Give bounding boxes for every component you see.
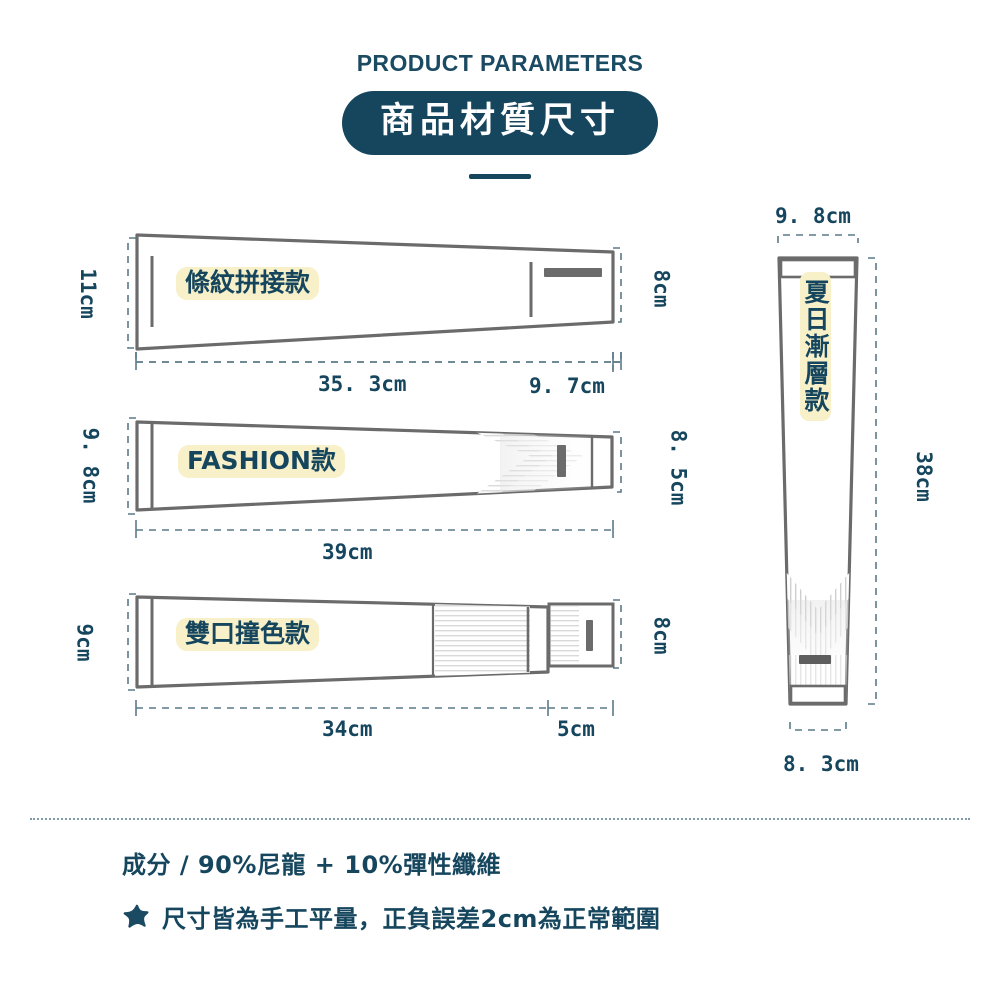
dimension-row2-height-left: 9. 8cm bbox=[78, 427, 103, 504]
dimension-row2-height-right: 8. 5cm bbox=[666, 429, 691, 506]
product-label-2-text: FASHION款 bbox=[178, 445, 345, 478]
dimension-vertical-width-top: 9. 8cm bbox=[775, 204, 851, 228]
product-label-vertical-text: 夏日漸層款 bbox=[800, 272, 831, 421]
product-label-1: 條紋拼接款 bbox=[176, 267, 320, 300]
material-line: 成分 / 90%尼龍 + 10%彈性纖維 bbox=[0, 851, 1000, 879]
product-label-3: 雙口撞色款 bbox=[176, 618, 320, 651]
eyebrow-title: PRODUCT PARAMETERS bbox=[356, 50, 644, 76]
dimension-row2-length-main: 39cm bbox=[322, 540, 373, 564]
page-title: 商品材質尺寸 bbox=[341, 91, 658, 156]
dimension-row1-height-right: 8cm bbox=[649, 269, 674, 308]
page-header: PRODUCT PARAMETERS 商品材質尺寸 bbox=[0, 0, 1000, 180]
dimension-row1-length-cuff: 9. 7cm bbox=[529, 374, 605, 398]
footer: 成分 / 90%尼龍 + 10%彈性纖維 尺寸皆為手工平量，正負誤差2cm為正常… bbox=[0, 852, 1000, 934]
product-label-1-text: 條紋拼接款 bbox=[176, 267, 320, 300]
product-label-2: FASHION款 bbox=[178, 445, 345, 478]
dimension-row3-height-left: 9cm bbox=[72, 623, 97, 662]
dimension-row3-height-right: 8cm bbox=[649, 616, 674, 655]
dimension-row1-height-left: 11cm bbox=[75, 268, 100, 319]
note-line: 尺寸皆為手工平量，正負誤差2cm為正常範圍 bbox=[0, 904, 1000, 934]
dimension-row1-length-main: 35. 3cm bbox=[318, 372, 407, 396]
footer-divider bbox=[30, 818, 970, 820]
title-underline bbox=[469, 174, 531, 180]
note-text: 尺寸皆為手工平量，正負誤差2cm為正常範圍 bbox=[162, 905, 661, 934]
star-icon bbox=[123, 905, 149, 929]
dimension-row3-length-main: 34cm bbox=[322, 717, 373, 741]
dimension-vertical-width-bottom: 8. 3cm bbox=[783, 752, 859, 776]
material-text: 成分 / 90%尼龍 + 10%彈性纖維 bbox=[122, 851, 502, 879]
product-label-3-text: 雙口撞色款 bbox=[176, 618, 320, 651]
badge-container: 商品材質尺寸 bbox=[0, 91, 1000, 156]
product-label-vertical: 夏日漸層款 bbox=[800, 272, 831, 421]
dimension-vertical-length: 38cm bbox=[911, 451, 936, 502]
dimension-row3-length-cuff: 5cm bbox=[557, 717, 595, 741]
